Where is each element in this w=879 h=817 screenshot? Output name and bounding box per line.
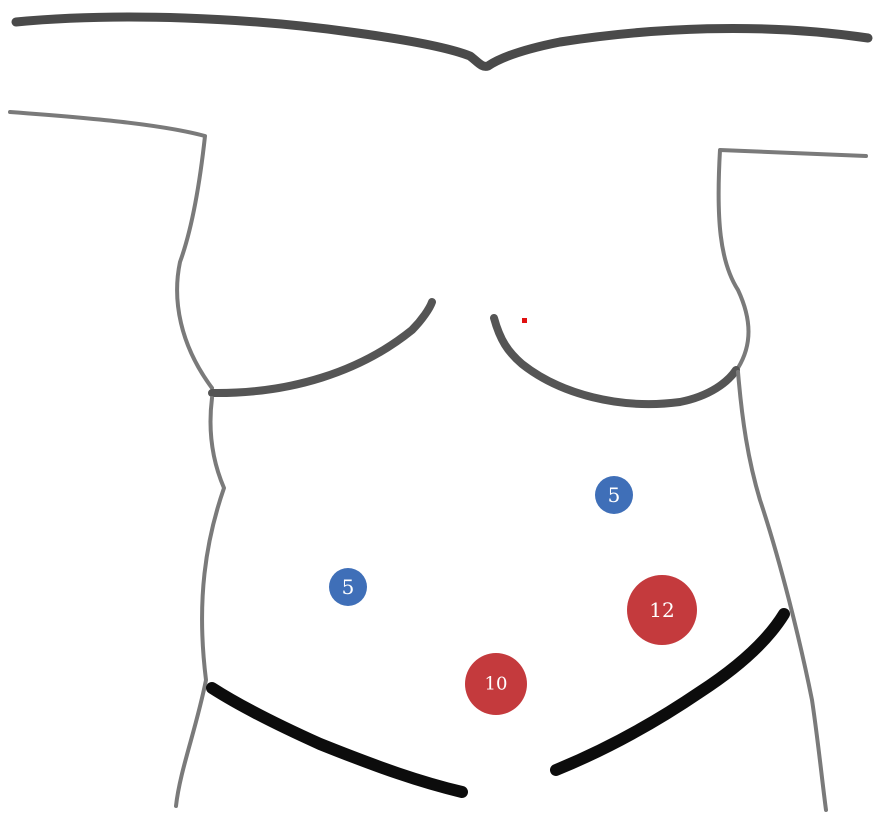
port-lower-center: 10 <box>465 653 527 715</box>
left-arm-edge <box>10 112 212 388</box>
port-label: 12 <box>649 598 674 622</box>
port-label: 5 <box>342 575 355 599</box>
port-label: 10 <box>485 674 508 695</box>
shoulder-line <box>16 17 868 66</box>
port-upper-right: 5 <box>595 476 633 514</box>
right-breast-fold <box>494 318 736 404</box>
port-left: 5 <box>329 568 367 606</box>
left-groin-line <box>212 688 462 792</box>
left-waist <box>176 398 224 806</box>
right-waist <box>738 372 826 810</box>
right-arm-edge <box>719 150 866 368</box>
port-lower-right: 12 <box>627 575 697 645</box>
port-label: 5 <box>608 483 621 507</box>
marker-dot <box>522 318 527 323</box>
left-breast-fold <box>212 302 432 393</box>
